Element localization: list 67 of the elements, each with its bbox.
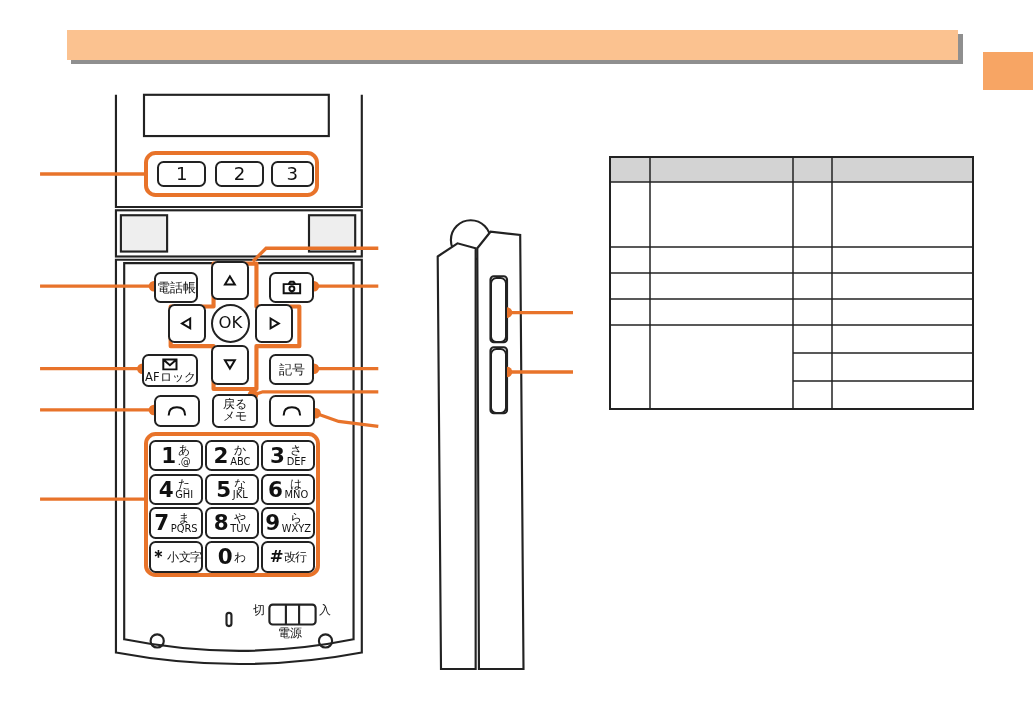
symbol-key — [269, 354, 314, 386]
key-label: 3 — [286, 165, 299, 184]
key-digit: 8 — [213, 512, 229, 534]
key-label: 記号 — [278, 363, 305, 377]
key-kana: な — [234, 478, 247, 491]
key-letters: ABC — [230, 456, 251, 467]
key-digit: 1 — [161, 444, 177, 467]
number-key — [156, 160, 207, 188]
camera-key — [269, 271, 314, 303]
dial-key — [260, 507, 316, 539]
key-digit: 7 — [154, 512, 170, 534]
number-key — [270, 160, 314, 188]
key-kana: 改行 — [283, 550, 307, 564]
switch-label: 電源 — [277, 626, 302, 642]
call-key — [153, 395, 200, 427]
key-digit: 2 — [213, 444, 229, 467]
key-kana: ら — [290, 511, 303, 525]
end-key — [269, 395, 316, 427]
key-kana: あ — [178, 444, 191, 457]
dial-key — [148, 507, 204, 539]
key-label: メモ — [222, 411, 247, 423]
dial-key — [260, 541, 316, 573]
key-digit: 6 — [268, 478, 283, 500]
key-kana: や — [234, 511, 247, 525]
key-digit: 9 — [265, 512, 281, 534]
key-digit: 5 — [216, 478, 232, 500]
key-digit: # — [269, 548, 284, 566]
key-letters: PQRS — [170, 524, 198, 535]
key-letters: TUV — [230, 524, 251, 535]
key-letters: JKL — [232, 490, 248, 501]
key-kana: た — [178, 478, 191, 491]
key-label: OK — [218, 315, 243, 332]
key-letters: GHI — [175, 490, 194, 501]
key-label: 電話帳 — [156, 280, 196, 294]
leader-line — [39, 497, 144, 501]
key-kana: ま — [178, 511, 191, 525]
key-letters: DEF — [286, 456, 307, 467]
key-letters: .@ — [177, 456, 191, 467]
key-kana: さ — [290, 444, 303, 457]
dial-key — [204, 541, 260, 573]
key-label: 1 — [175, 165, 188, 184]
key-letters: MNO — [284, 490, 309, 501]
mail-key — [142, 354, 199, 388]
switch-label: 入 — [318, 603, 331, 619]
dial-key — [204, 507, 260, 539]
key-label: 2 — [233, 165, 246, 184]
key-digit: 0 — [217, 546, 233, 568]
switch-label: 切 — [252, 603, 265, 619]
key-group-outline — [143, 151, 319, 198]
key-label: AFロック — [145, 372, 196, 384]
leader-line — [251, 246, 379, 263]
key-digit: 3 — [270, 444, 285, 467]
key-group-outline — [143, 431, 321, 577]
key-kana: か — [234, 444, 247, 457]
down-key — [210, 345, 249, 385]
key-kana: は — [290, 478, 303, 491]
key-digit: 4 — [158, 478, 174, 500]
leader-line — [39, 172, 144, 176]
key-digit: ＊ — [150, 548, 168, 566]
key-label: 戻る — [222, 399, 247, 411]
key-letters: WXYZ — [281, 524, 312, 535]
dial-key — [148, 541, 204, 573]
side-key — [490, 347, 507, 414]
side-key — [490, 276, 507, 343]
right-key — [255, 303, 294, 344]
key-kana: わ — [234, 550, 247, 564]
number-key — [214, 160, 265, 188]
